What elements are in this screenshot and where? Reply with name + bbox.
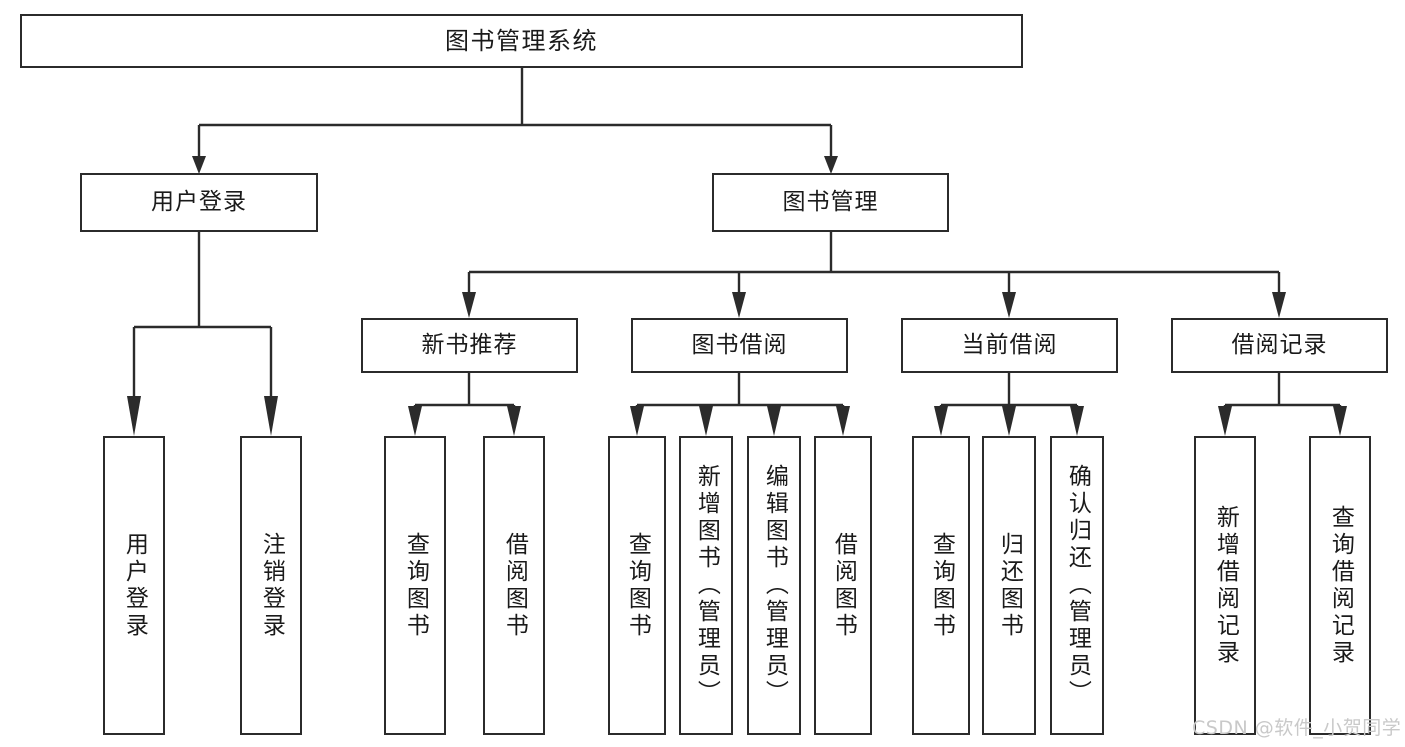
node-label: 注销登录 — [258, 531, 285, 640]
node-book-management[interactable]: 图书管理 — [712, 173, 949, 232]
node-label: 图书管理系统 — [445, 26, 598, 55]
leaf-book-borrow-query[interactable]: 查询图书 — [608, 436, 666, 735]
arrowhead-l3-3 — [1002, 292, 1016, 318]
node-label: 用户登录 — [121, 531, 148, 640]
arrowhead-bb-4 — [836, 406, 850, 436]
node-label: 确认归还（管理员） — [1064, 464, 1091, 707]
node-label: 当前借阅 — [961, 331, 1058, 358]
arrowhead-l3-1 — [462, 292, 476, 318]
leaf-current-borrow-return[interactable]: 归还图书 — [982, 436, 1036, 735]
arrowhead-br-2 — [1333, 406, 1347, 436]
leaf-book-borrow-edit[interactable]: 编辑图书（管理员） — [747, 436, 801, 735]
arrowhead-br-1 — [1218, 406, 1232, 436]
arrowhead-bb-3 — [767, 406, 781, 436]
arrowhead-cb-3 — [1070, 406, 1084, 436]
leaf-user-login-login[interactable]: 用户登录 — [103, 436, 165, 735]
node-label: 查询图书 — [402, 531, 429, 640]
arrowhead-l3-2 — [732, 292, 746, 318]
arrowhead-cb-1 — [934, 406, 948, 436]
leaf-book-borrow-add[interactable]: 新增图书（管理员） — [679, 436, 733, 735]
node-label: 新书推荐 — [421, 331, 518, 358]
arrowhead-bb-1 — [630, 406, 644, 436]
leaf-current-borrow-confirm-return[interactable]: 确认归还（管理员） — [1050, 436, 1104, 735]
node-book-borrow[interactable]: 图书借阅 — [631, 318, 848, 373]
node-label: 查询图书 — [928, 531, 955, 640]
node-label: 编辑图书（管理员） — [761, 464, 788, 707]
arrowhead-cb-2 — [1002, 406, 1016, 436]
arrowhead-book-mgmt — [824, 156, 838, 174]
node-label: 借阅图书 — [830, 531, 857, 640]
node-new-book-recommend[interactable]: 新书推荐 — [361, 318, 578, 373]
node-borrow-record[interactable]: 借阅记录 — [1171, 318, 1388, 373]
node-label: 图书管理 — [782, 188, 879, 215]
node-label: 归还图书 — [996, 531, 1023, 640]
leaf-borrow-record-query[interactable]: 查询借阅记录 — [1309, 436, 1371, 735]
node-label: 用户登录 — [151, 188, 247, 215]
leaf-new-book-query[interactable]: 查询图书 — [384, 436, 446, 735]
leaf-current-borrow-query[interactable]: 查询图书 — [912, 436, 970, 735]
node-label: 查询借阅记录 — [1327, 504, 1354, 667]
node-label: 新增图书（管理员） — [693, 464, 720, 707]
node-user-login[interactable]: 用户登录 — [80, 173, 318, 232]
arrowhead-ul-1 — [127, 396, 141, 436]
node-current-borrow[interactable]: 当前借阅 — [901, 318, 1118, 373]
arrowhead-ul-2 — [264, 396, 278, 436]
node-label: 查询图书 — [624, 531, 651, 640]
node-label: 借阅图书 — [501, 531, 528, 640]
arrowhead-l3-4 — [1272, 292, 1286, 318]
arrowhead-user-login — [192, 156, 206, 174]
node-label: 图书借阅 — [691, 331, 788, 358]
leaf-borrow-record-add[interactable]: 新增借阅记录 — [1194, 436, 1256, 735]
arrowhead-nbr-2 — [507, 406, 521, 436]
leaf-new-book-borrow[interactable]: 借阅图书 — [483, 436, 545, 735]
node-label: 借阅记录 — [1231, 331, 1328, 358]
node-root-book-management-system[interactable]: 图书管理系统 — [20, 14, 1023, 68]
node-label: 新增借阅记录 — [1212, 504, 1239, 667]
arrowhead-nbr-1 — [408, 406, 422, 436]
arrowhead-bb-2 — [699, 406, 713, 436]
leaf-book-borrow-borrow[interactable]: 借阅图书 — [814, 436, 872, 735]
leaf-user-login-logout[interactable]: 注销登录 — [240, 436, 302, 735]
csdn-watermark: CSDN @软件_小贺同学 — [1192, 717, 1402, 739]
